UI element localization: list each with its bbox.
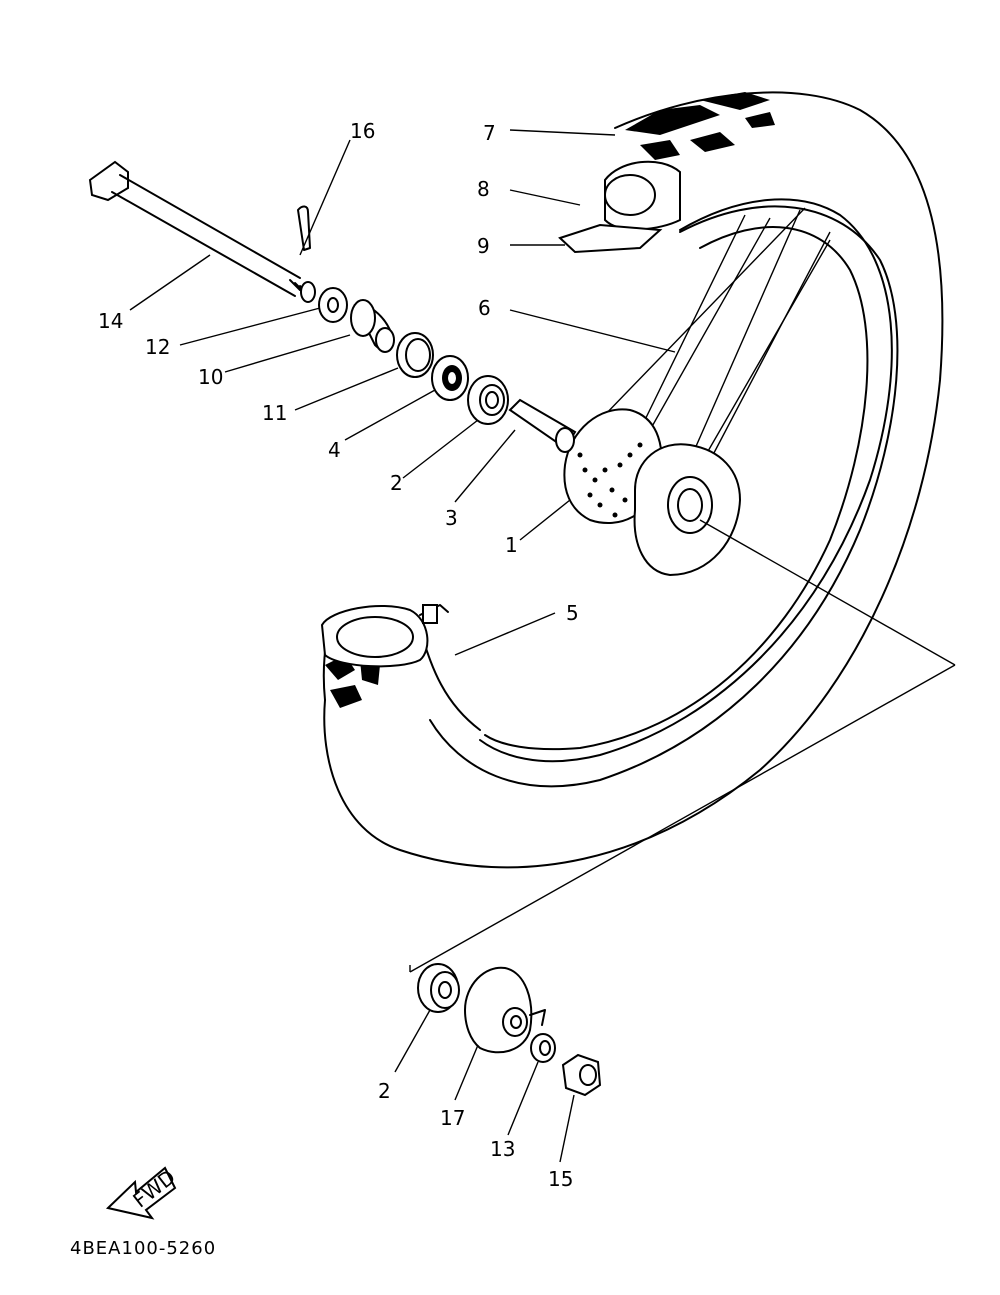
washer-13 [530,1033,556,1063]
tube [320,604,449,668]
callout-3: 3 [445,506,458,530]
callout-1: 1 [505,533,518,557]
hub [563,408,742,577]
callout-4: 4 [328,438,341,462]
callout-5: 5 [566,601,579,625]
callout-14: 14 [98,309,123,333]
part-code: 4BEA100-5260 [70,1238,217,1259]
rim-band [558,160,681,254]
cotter-pin [297,205,311,251]
assembly-guide-lines [409,519,956,973]
callout-10: 10 [198,365,223,389]
callout-6: 6 [478,296,491,320]
callout-11: 11 [262,401,287,425]
callout-8: 8 [477,177,490,201]
axle [88,160,316,303]
rim [479,198,893,763]
bearing-2-lower [417,963,460,1013]
washer-12 [318,287,348,323]
oil-seal-11 [396,332,434,378]
callout-7: 7 [483,121,496,145]
collar-10 [350,299,395,353]
callout-2: 2 [390,471,403,495]
callout-9: 9 [477,234,490,258]
bearing-4 [431,355,469,401]
callout-16: 16 [350,119,375,143]
leader-lines [129,129,676,1163]
callout-17: 17 [440,1106,465,1130]
callout-labels: 1 2 3 4 5 6 7 8 9 10 11 12 13 14 15 16 1… [98,119,579,1191]
meter-gear-unit-17 [463,966,546,1054]
fwd-arrow-icon: FWD [105,1165,180,1220]
spokes [599,207,831,471]
callout-12: 12 [145,335,170,359]
bearing-2-upper [467,375,509,425]
callout-13: 13 [490,1137,515,1161]
callout-15: 15 [548,1167,573,1191]
spacer-3 [508,398,577,453]
callout-2-lower: 2 [378,1079,391,1103]
axle-nut-15 [561,1053,602,1097]
